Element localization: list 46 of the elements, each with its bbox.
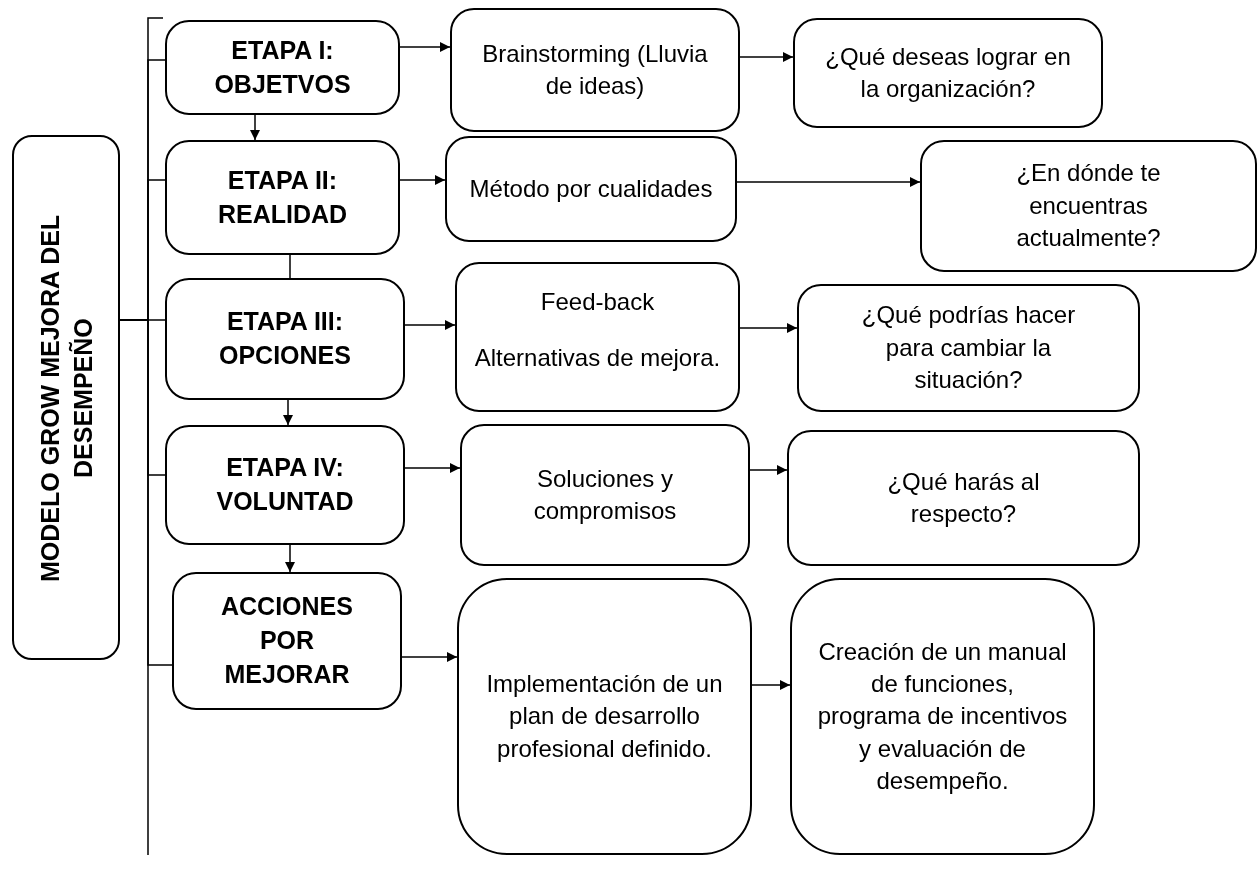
stage-label: ETAPA III: OPCIONES (218, 306, 352, 371)
box-text: Feed-back (540, 287, 655, 317)
arrow (404, 320, 456, 330)
process-box (457, 578, 752, 855)
box-text: Implementación de un plan de desarrollo profesional definido. (485, 668, 724, 764)
process-box (793, 18, 1103, 128)
box-text: ¿En dónde te encuentras actualmente? (1015, 158, 1162, 254)
box-text: Alternativas de mejora. (474, 343, 721, 374)
process-box (450, 8, 740, 132)
connector-line (289, 254, 291, 279)
arrow (751, 680, 791, 690)
stage-label: ETAPA IV: VOLUNTAD (215, 452, 355, 517)
box-text: ¿Qué podrías hacer para cambiar la situación? (860, 300, 1077, 396)
process-box (460, 424, 750, 566)
box-text: ¿Qué harás al respecto? (886, 466, 1041, 529)
arrow (404, 463, 461, 473)
stage-box (172, 572, 402, 710)
process-box (445, 136, 737, 242)
arrow (285, 544, 295, 573)
process-box (455, 262, 740, 412)
box-text: Soluciones y compromisos (532, 463, 678, 526)
arrow (399, 175, 446, 185)
stage-label: ACCIONES POR MEJORAR (220, 591, 354, 690)
box-text: Método por cualidades (469, 173, 713, 204)
stage-label: ETAPA II: REALIDAD (216, 164, 349, 230)
process-box (797, 284, 1140, 412)
stage-label: ETAPA I: OBJETVOS (213, 34, 352, 100)
stage-box (165, 140, 400, 255)
stage-box (165, 20, 400, 115)
arrow (739, 323, 798, 333)
arrow (283, 399, 293, 426)
box-text: Brainstorming (Lluvia de ideas) (481, 38, 709, 101)
title-text: MODELO GROW MEJORA DEL DESEMPEÑO (34, 212, 97, 584)
box-text: Creación de un manual de funciones, programa de incentivos y evaluación de desempeño. (817, 636, 1068, 797)
process-box (790, 578, 1095, 855)
arrow (749, 465, 788, 475)
title-box (12, 135, 120, 660)
arrow (401, 652, 458, 662)
arrow (739, 52, 794, 62)
box-text: ¿Qué deseas lograr en la organización? (824, 41, 1072, 104)
stage-box (165, 278, 405, 400)
process-box (920, 140, 1257, 272)
arrow (250, 114, 260, 141)
process-box (787, 430, 1140, 566)
stage-box (165, 425, 405, 545)
arrow (736, 177, 921, 187)
